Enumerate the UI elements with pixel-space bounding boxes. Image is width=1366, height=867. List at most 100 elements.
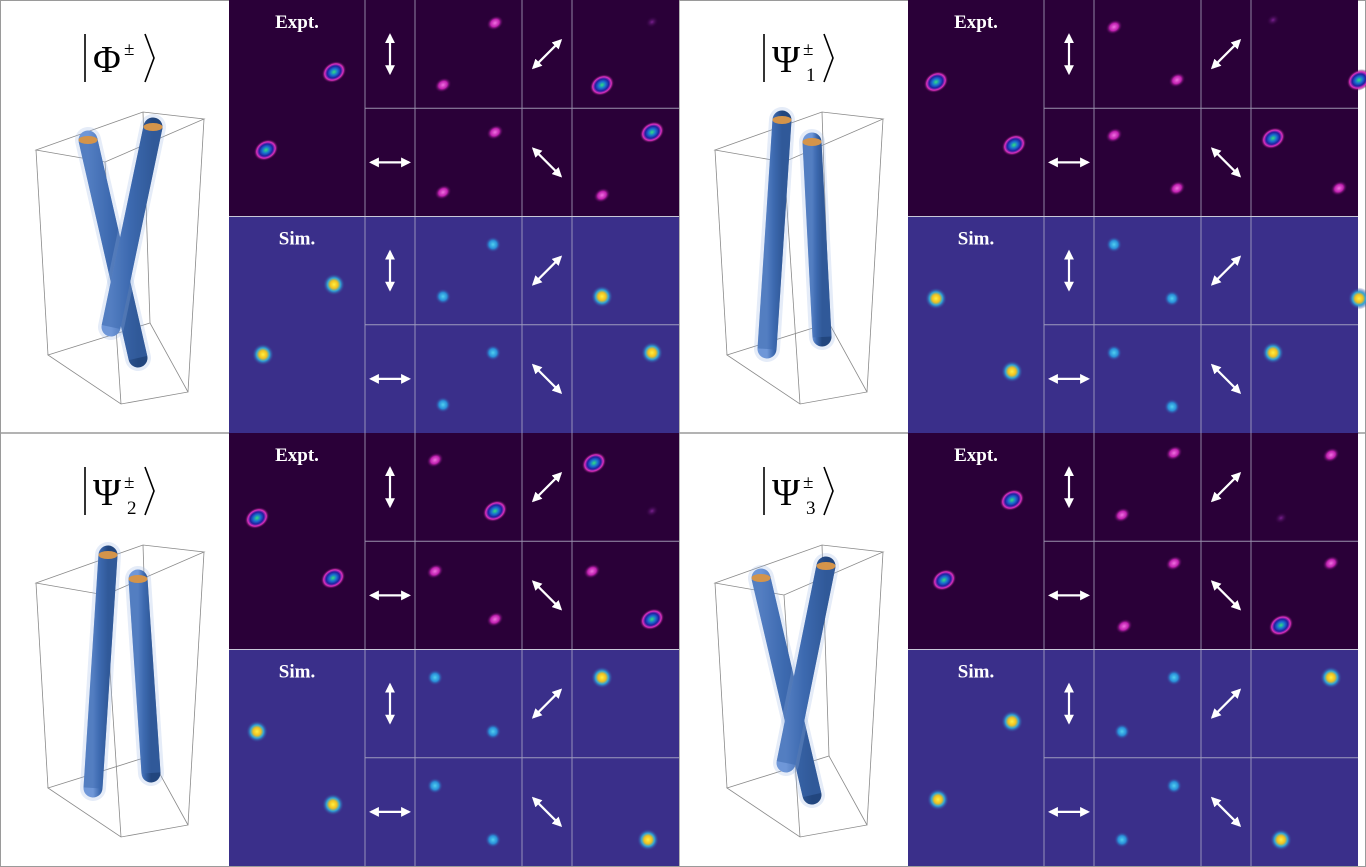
panel-phi: Φ± Expt. Sim. — [34, 0, 679, 433]
sim-label: Sim. — [958, 662, 994, 683]
panel-psi3: Ψ±3 Expt. Sim. — [713, 433, 1358, 866]
intensity-spot — [485, 831, 501, 848]
intensity-spot — [583, 563, 601, 579]
state-subscript: 2 — [127, 498, 137, 519]
intensity-spot — [246, 720, 268, 743]
polarization-arrow-diagonal — [1210, 255, 1242, 286]
rod — [125, 566, 164, 786]
rod — [799, 129, 835, 350]
intensity-spot — [322, 793, 344, 816]
polarization-arrow-anti-diagonal — [531, 147, 563, 178]
rod — [773, 553, 839, 776]
sim-block: Sim. — [229, 649, 679, 866]
intensity-spot — [1106, 344, 1122, 361]
grid-lines — [364, 433, 679, 650]
polarization-arrow-diagonal — [1210, 39, 1242, 70]
intensity-spot — [1113, 507, 1131, 523]
sim-label: Sim. — [279, 229, 315, 250]
intensity-spot — [1164, 398, 1180, 415]
intensity-spot — [999, 489, 1025, 511]
intensity-spot — [323, 273, 345, 296]
polarization-arrow-diagonal — [1210, 688, 1242, 719]
intensity-spot — [589, 74, 615, 96]
polarization-arrow-anti-diagonal — [1210, 796, 1242, 827]
intensity-spot — [486, 611, 504, 627]
intensity-spot — [1320, 666, 1342, 689]
intensity-spot — [253, 139, 279, 161]
expt-label: Expt. — [275, 445, 319, 466]
sim-block: Sim. — [229, 216, 679, 433]
expt-block: Expt. — [908, 433, 1358, 650]
state-superscript: ± — [803, 472, 813, 493]
intensity-spot — [321, 61, 347, 83]
rod — [754, 107, 795, 362]
sim-block: Sim. — [908, 216, 1366, 433]
polarization-arrow-diagonal — [531, 39, 563, 70]
state-superscript: ± — [124, 39, 134, 60]
intensity-spot — [581, 452, 607, 474]
grid-lines — [364, 649, 679, 866]
intensity-spot — [1262, 341, 1284, 364]
intensity-spot — [1114, 723, 1130, 740]
intensity-spot — [1348, 287, 1366, 310]
intensity-spot — [485, 344, 501, 361]
intensity-spot — [427, 777, 443, 794]
grid-lines — [1043, 0, 1358, 217]
rod-top — [816, 562, 836, 570]
intensity-spot — [645, 16, 659, 28]
intensity-spot — [426, 563, 444, 579]
polarization-arrow-anti-diagonal — [1210, 147, 1242, 178]
expt-block: Expt. — [229, 433, 679, 650]
polarization-arrow-diagonal — [531, 688, 563, 719]
intensity-spot — [927, 788, 949, 811]
intensity-spot — [486, 15, 504, 31]
intensity-spot — [1168, 72, 1186, 88]
grid-lines — [364, 216, 679, 433]
grid-lines — [364, 0, 679, 217]
expt-label: Expt. — [954, 445, 998, 466]
rod — [75, 127, 151, 371]
polarization-arrow-diagonal — [531, 255, 563, 286]
state-ket-label: Ψ±3 — [763, 466, 834, 519]
polarization-arrow-anti-diagonal — [531, 580, 563, 611]
intensity-spot — [645, 505, 659, 517]
rod — [748, 565, 825, 808]
expt-block: Expt. — [229, 0, 679, 217]
state-symbol: Ψ — [93, 472, 121, 514]
intensity-spot — [1330, 180, 1348, 196]
intensity-spot — [639, 121, 665, 144]
cuboid-frame — [34, 544, 206, 838]
intensity-spot — [639, 608, 665, 631]
intensity-spot — [1001, 360, 1023, 383]
cuboid-frame — [713, 111, 885, 405]
expt-label: Expt. — [275, 12, 319, 33]
intensity-spot — [923, 71, 949, 93]
polarization-arrow-anti-diagonal — [1210, 363, 1242, 394]
state-ket-label: Φ± — [84, 33, 155, 83]
polarization-arrow-anti-diagonal — [531, 796, 563, 827]
state-subscript: 1 — [806, 65, 816, 86]
intensity-spot — [485, 723, 501, 740]
state-ket-label: Ψ±2 — [84, 466, 155, 519]
intensity-spot — [1001, 710, 1023, 733]
intensity-spot — [435, 288, 451, 305]
rod — [98, 114, 166, 340]
intensity-spot — [1165, 445, 1183, 461]
intensity-spot — [1260, 127, 1286, 150]
intensity-spot — [1106, 236, 1122, 253]
intensity-spot — [1165, 555, 1183, 571]
intensity-spot — [641, 341, 663, 364]
intensity-spot — [637, 828, 659, 851]
intensity-spot — [1268, 614, 1294, 637]
intensity-spot — [1105, 127, 1123, 143]
polarization-arrow-anti-diagonal — [1210, 580, 1242, 611]
grid-lines — [1043, 649, 1358, 866]
rod-top — [128, 575, 148, 583]
state-subscript: 3 — [806, 498, 816, 519]
rod — [80, 542, 121, 801]
sim-block: Sim. — [908, 649, 1358, 866]
intensity-spot — [1166, 669, 1182, 686]
intensity-spot — [1164, 290, 1180, 307]
